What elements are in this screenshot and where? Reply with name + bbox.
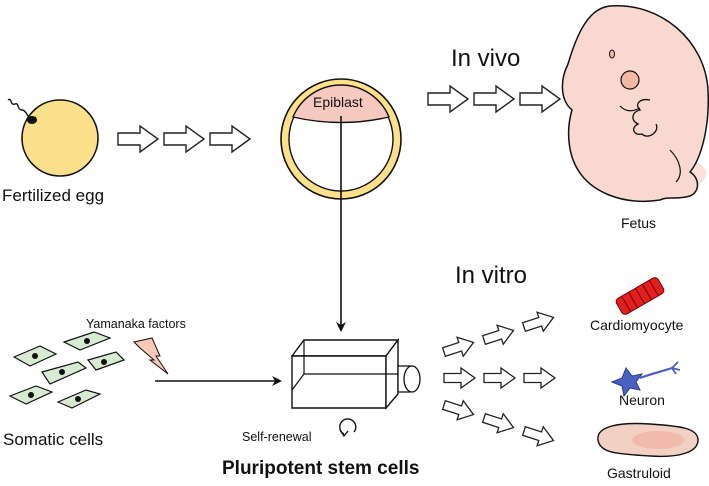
arrow-egg-to-blastocyst-3 xyxy=(209,125,251,153)
arrow-in-vitro-neuron-2 xyxy=(483,367,516,389)
somatic-cell xyxy=(41,361,88,385)
fertilized-egg-label: Fertilized egg xyxy=(2,186,105,205)
fetus-label: Fetus xyxy=(621,215,657,231)
in-vivo-label: In vivo xyxy=(451,45,521,72)
neuron-icon xyxy=(610,361,681,398)
culture-flask-icon xyxy=(290,337,421,410)
arrow-in-vitro-neuron-1 xyxy=(443,367,476,389)
arrow-in-vitro-cardio-1 xyxy=(440,332,478,363)
cardiomyocyte-icon xyxy=(615,277,665,315)
self-renewal-label: Self-renewal xyxy=(242,430,312,444)
arrow-in-vitro-gastruloid-1 xyxy=(440,394,478,425)
somatic-cells-label: Somatic cells xyxy=(3,430,104,449)
arrow-in-vivo-3 xyxy=(519,85,561,113)
self-renewal-icon xyxy=(339,418,357,438)
fertilized-egg-icon xyxy=(7,98,99,177)
arrow-in-vitro-gastruloid-2 xyxy=(480,407,518,438)
lightning-icon xyxy=(133,337,169,375)
epiblast-label: Epiblast xyxy=(313,94,363,110)
yamanaka-factors-label: Yamanaka factors xyxy=(86,317,186,331)
pluripotent-stem-cells-label: Pluripotent stem cells xyxy=(222,458,420,479)
arrow-in-vivo-2 xyxy=(473,85,515,113)
somatic-cell xyxy=(62,331,112,351)
somatic-cells-icon xyxy=(8,331,126,409)
arrow-in-vitro-cardio-3 xyxy=(520,307,558,338)
somatic-cell xyxy=(86,351,126,371)
neuron-label: Neuron xyxy=(619,392,665,408)
gastruloid-label: Gastruloid xyxy=(607,465,671,481)
in-vitro-label: In vitro xyxy=(455,262,528,289)
somatic-cell xyxy=(12,345,58,367)
arrow-in-vivo-1 xyxy=(427,85,469,113)
fetus-eye-icon xyxy=(620,70,640,90)
gastruloid-icon xyxy=(597,422,699,458)
flask-cap xyxy=(403,365,421,393)
arrow-in-vitro-gastruloid-3 xyxy=(520,420,558,451)
arrow-in-vitro-cardio-2 xyxy=(480,320,518,351)
epiblast-region xyxy=(292,84,390,124)
egg-shape xyxy=(21,99,99,177)
arrow-egg-to-blastocyst-2 xyxy=(163,125,205,153)
somatic-cell xyxy=(8,385,54,405)
fetus-icon xyxy=(561,5,709,202)
arrow-egg-to-blastocyst-1 xyxy=(117,125,159,153)
cardiomyocyte-label: Cardiomyocyte xyxy=(590,317,684,333)
sperm-head-icon xyxy=(27,116,37,124)
arrow-in-vitro-neuron-3 xyxy=(523,367,556,389)
somatic-cell xyxy=(56,389,102,409)
